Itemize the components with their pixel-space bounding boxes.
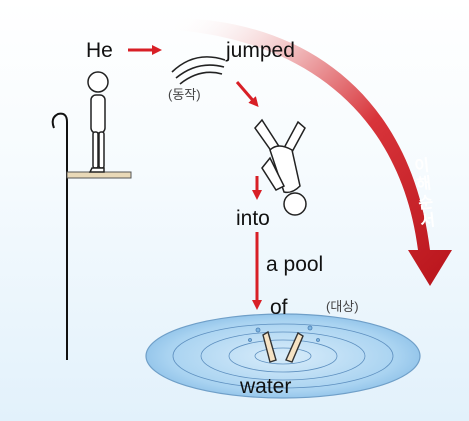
- note-action: (동작): [168, 87, 201, 102]
- note-object: (대상): [326, 299, 359, 314]
- big-curved-arrow: [175, 18, 452, 286]
- word-of: of: [270, 296, 288, 319]
- diving-board: [51, 112, 132, 360]
- word-into: into: [236, 207, 270, 230]
- word-he: He: [86, 39, 113, 62]
- diving-person: [254, 118, 307, 216]
- word-jumped: jumped: [226, 39, 295, 62]
- flow-arrows: [128, 45, 262, 310]
- word-water: water: [240, 375, 292, 398]
- word-a-pool: a pool: [266, 253, 324, 276]
- standing-person: [87, 71, 109, 173]
- water-pool: [145, 313, 421, 399]
- jump-swoosh: [171, 56, 226, 85]
